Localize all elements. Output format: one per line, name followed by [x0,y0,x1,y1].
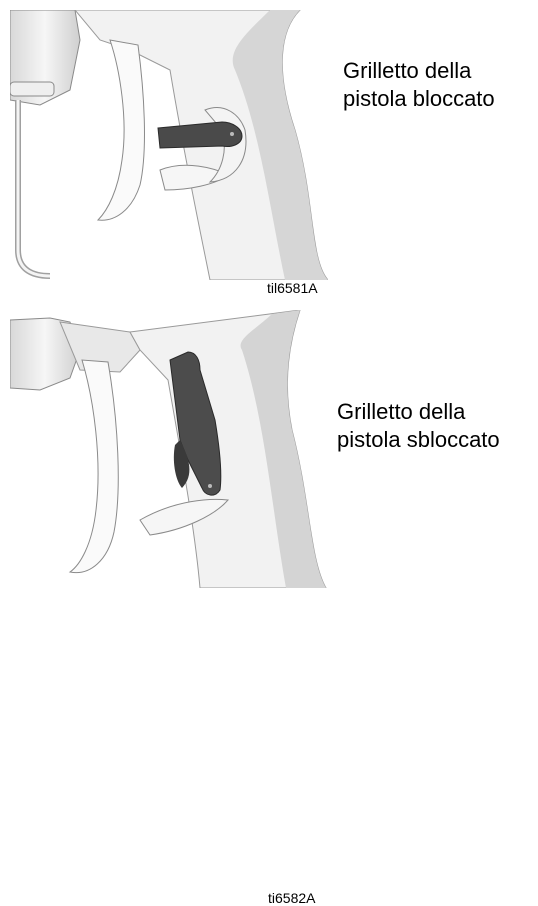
caption-line-1: Grilletto della [337,398,500,426]
caption-line-2: pistola sbloccato [337,426,500,454]
caption-trigger-unlocked: Grilletto della pistola sbloccato [337,398,500,454]
figure-trigger-locked: til6581A [10,10,328,280]
image-code-label: til6581A [267,280,318,296]
caption-trigger-locked: Grilletto della pistola bloccato [343,57,495,113]
caption-line-1: Grilletto della [343,57,495,85]
figure-trigger-unlocked: ti6582A [10,310,328,588]
spray-gun-locked-illustration [10,10,328,280]
spray-gun-unlocked-illustration [10,310,328,588]
caption-line-2: pistola bloccato [343,85,495,113]
image-code-label: ti6582A [268,890,315,906]
